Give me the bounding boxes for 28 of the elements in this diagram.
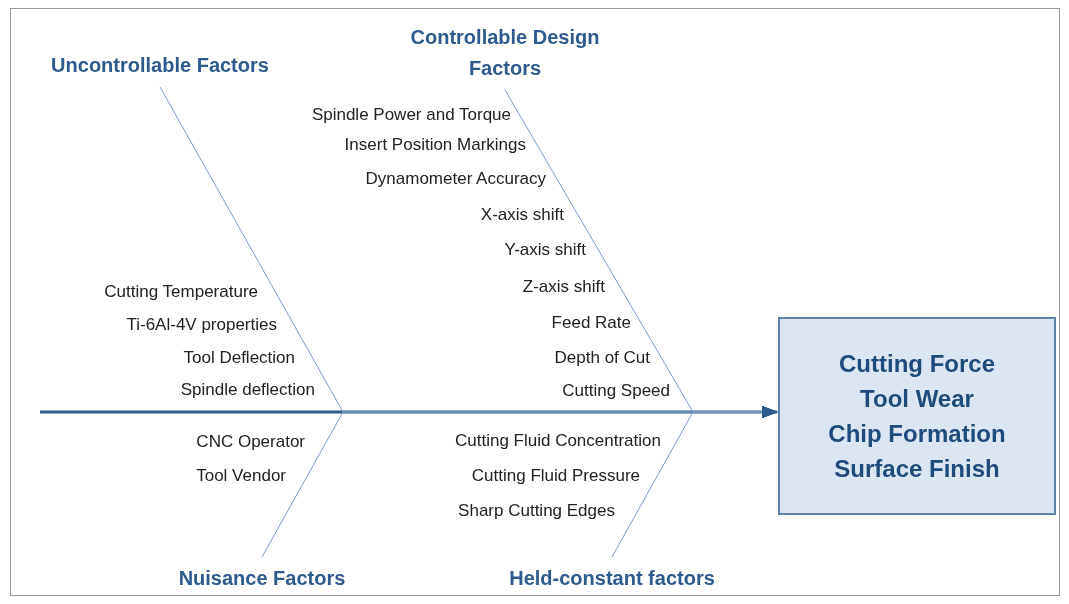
category-heading: Uncontrollable Factors — [10, 50, 310, 81]
cause-label: Tool Deflection — [183, 347, 295, 369]
cause-label: Spindle deflection — [180, 379, 315, 401]
category-heading: Nuisance Factors — [132, 563, 392, 594]
cause-label: CNC Operator — [196, 431, 305, 453]
cause-label: Spindle Power and Torque — [311, 104, 511, 126]
cause-label: Cutting Fluid Concentration — [455, 430, 661, 452]
cause-label: Cutting Fluid Pressure — [471, 465, 640, 487]
cause-label: Y-axis shift — [504, 239, 586, 261]
cause-label: Dynamometer Accuracy — [365, 168, 546, 190]
cause-label: Ti-6Al-4V properties — [126, 314, 277, 336]
cause-label: Z-axis shift — [522, 276, 605, 298]
effect-label: Tool Wear — [860, 384, 974, 414]
effect-label: Surface Finish — [834, 454, 1000, 484]
effect-label: Chip Formation — [828, 419, 1006, 449]
cause-label: Cutting Speed — [562, 380, 670, 402]
cause-label: Cutting Temperature — [104, 281, 258, 303]
cause-label: Feed Rate — [551, 312, 631, 334]
cause-label: Insert Position Markings — [344, 134, 526, 156]
cause-label: Depth of Cut — [554, 347, 650, 369]
category-heading: Held-constant factors — [472, 563, 752, 594]
category-heading: Controllable Design Factors — [375, 22, 635, 84]
cause-label: X-axis shift — [480, 204, 564, 226]
cause-label: Tool Vendor — [196, 465, 286, 487]
bone-line — [611, 406, 778, 558]
cause-label: Sharp Cutting Edges — [458, 500, 615, 522]
effect-box — [778, 317, 1056, 515]
effect-label: Cutting Force — [839, 349, 995, 379]
